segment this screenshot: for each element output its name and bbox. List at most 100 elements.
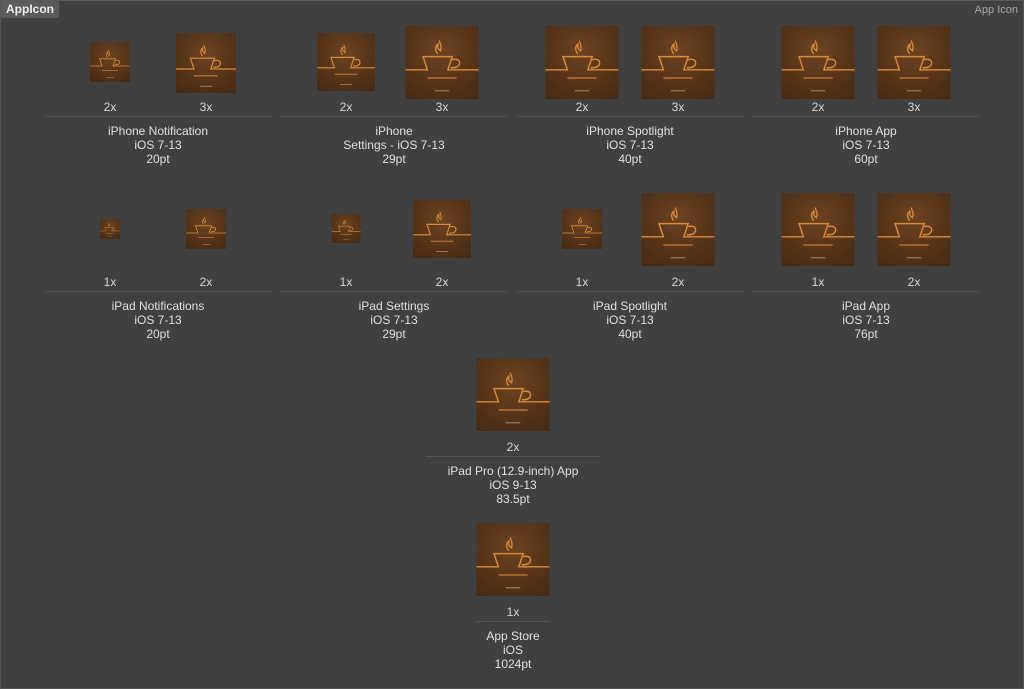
group-ipad-settings: 1x 2x iPad Settings iOS 7-13 29pt <box>281 181 507 341</box>
group-title: iPhone <box>375 124 413 138</box>
slot-2x[interactable]: 2x <box>161 181 251 291</box>
app-icon-image[interactable] <box>545 26 619 99</box>
icon-set-name[interactable]: AppIcon <box>1 1 59 18</box>
group-title: iPad Settings <box>358 299 430 313</box>
scale-label: 2x <box>907 275 921 289</box>
app-icon-image[interactable] <box>562 209 602 249</box>
scale-label: 1x <box>811 275 825 289</box>
group-iphone-app: 2x 3x iPhone App iOS 7-13 60pt <box>753 6 979 166</box>
app-icon-image[interactable] <box>877 193 951 266</box>
icon-set-kind: App Icon <box>974 4 1018 16</box>
group-iphone-spotlight: 2x 3x iPhone Spotlight iOS 7-13 40pt <box>517 6 743 166</box>
scale-label: 2x <box>435 275 449 289</box>
scale-label: 2x <box>671 275 685 289</box>
slot-2x[interactable]: 2x <box>65 6 155 116</box>
scale-label: 2x <box>339 100 353 114</box>
slot-3x[interactable]: 3x <box>633 6 723 116</box>
app-icon-image[interactable] <box>186 209 226 249</box>
group-os: iOS <box>502 643 523 657</box>
scale-label: 2x <box>103 100 117 114</box>
scale-label: 3x <box>199 100 213 114</box>
app-icon-image[interactable] <box>877 26 951 99</box>
scale-label: 2x <box>811 100 825 114</box>
slot-3x[interactable]: 3x <box>397 6 487 116</box>
group-iphone-notification: 2x 3x iPhone Notification iOS 7-13 20pt <box>45 6 271 166</box>
scale-label: 3x <box>435 100 449 114</box>
group-title: iPhone Spotlight <box>586 124 674 138</box>
separator <box>281 291 507 292</box>
separator <box>753 291 979 292</box>
group-ipad-spotlight: 1x 2x iPad Spotlight iOS 7-13 40pt <box>517 181 743 341</box>
app-icon-image[interactable] <box>413 200 471 258</box>
app-icon-image[interactable] <box>641 26 715 99</box>
scale-label: 3x <box>907 100 921 114</box>
separator <box>517 116 743 117</box>
group-ipad-pro-app: 2x iPad Pro (12.9-inch) App iOS 9-13 83.… <box>426 346 600 506</box>
slot-3x[interactable]: 3x <box>161 6 251 116</box>
group-title: iPhone Notification <box>107 124 209 138</box>
slot-1x[interactable]: 1x <box>537 181 627 291</box>
group-title: App Store <box>486 629 540 643</box>
group-title: iPad Pro (12.9-inch) App <box>447 464 579 478</box>
group-title: iPad Notifications <box>111 299 205 313</box>
app-icon-image[interactable] <box>476 523 550 596</box>
app-icon-image[interactable] <box>781 26 855 99</box>
group-size: 40pt <box>618 327 642 341</box>
separator <box>753 116 979 117</box>
app-icon-image[interactable] <box>176 33 236 93</box>
app-icon-image[interactable] <box>405 26 479 99</box>
scale-label: 1x <box>506 605 520 619</box>
scale-label: 1x <box>103 275 117 289</box>
group-os: iOS 7-13 <box>134 138 182 152</box>
group-size: 76pt <box>854 327 878 341</box>
group-os: Settings - iOS 7-13 <box>343 138 445 152</box>
group-title: iPhone App <box>835 124 897 138</box>
group-size: 83.5pt <box>496 492 530 506</box>
separator <box>476 621 550 622</box>
slot-1x[interactable]: 1x <box>65 181 155 291</box>
group-title: iPad Spotlight <box>592 299 668 313</box>
group-size: 29pt <box>382 152 406 166</box>
slot-2x[interactable]: 2x <box>468 346 558 456</box>
group-os: iOS 7-13 <box>842 138 890 152</box>
slot-2x[interactable]: 2x <box>397 181 487 291</box>
group-title: iPad App <box>841 299 891 313</box>
group-size: 20pt <box>146 327 170 341</box>
group-os: iOS 7-13 <box>606 313 654 327</box>
app-icon-image[interactable] <box>476 358 550 431</box>
scale-label: 2x <box>575 100 589 114</box>
group-os: iOS 7-13 <box>370 313 418 327</box>
separator <box>517 291 743 292</box>
group-os: iOS 7-13 <box>842 313 890 327</box>
slot-2x[interactable]: 2x <box>633 181 723 291</box>
group-iphone-settings: 2x 3x iPhone Settings - iOS 7-13 29pt <box>281 6 507 166</box>
app-icon-image[interactable] <box>641 193 715 266</box>
app-icon-image[interactable] <box>90 42 130 82</box>
app-icon-image[interactable] <box>317 33 375 91</box>
group-ipad-notifications: 1x 2x iPad Notifications iOS 7-13 20pt <box>45 181 271 341</box>
group-os: iOS 7-13 <box>606 138 654 152</box>
scale-label: 2x <box>506 440 520 454</box>
slot-1x[interactable]: 1x <box>301 181 391 291</box>
group-size: 20pt <box>146 152 170 166</box>
slot-1x[interactable]: 1x <box>468 511 558 621</box>
scale-label: 1x <box>575 275 589 289</box>
scale-label: 1x <box>339 275 353 289</box>
app-icon-image[interactable] <box>331 214 361 243</box>
group-os: iOS 9-13 <box>489 478 537 492</box>
scale-label: 3x <box>671 100 685 114</box>
separator <box>45 116 271 117</box>
separator <box>281 116 507 117</box>
slot-2x[interactable]: 2x <box>773 6 863 116</box>
app-icon-image[interactable] <box>781 193 855 266</box>
group-ipad-app: 1x 2x iPad App iOS 7-13 76pt <box>753 181 979 341</box>
group-size: 1024pt <box>494 657 532 671</box>
slot-1x[interactable]: 1x <box>773 181 863 291</box>
app-icon-image[interactable] <box>100 219 120 239</box>
group-size: 29pt <box>382 327 406 341</box>
slot-2x[interactable]: 2x <box>537 6 627 116</box>
slot-3x[interactable]: 3x <box>869 6 959 116</box>
slot-2x[interactable]: 2x <box>869 181 959 291</box>
slot-2x[interactable]: 2x <box>301 6 391 116</box>
separator <box>426 456 600 457</box>
